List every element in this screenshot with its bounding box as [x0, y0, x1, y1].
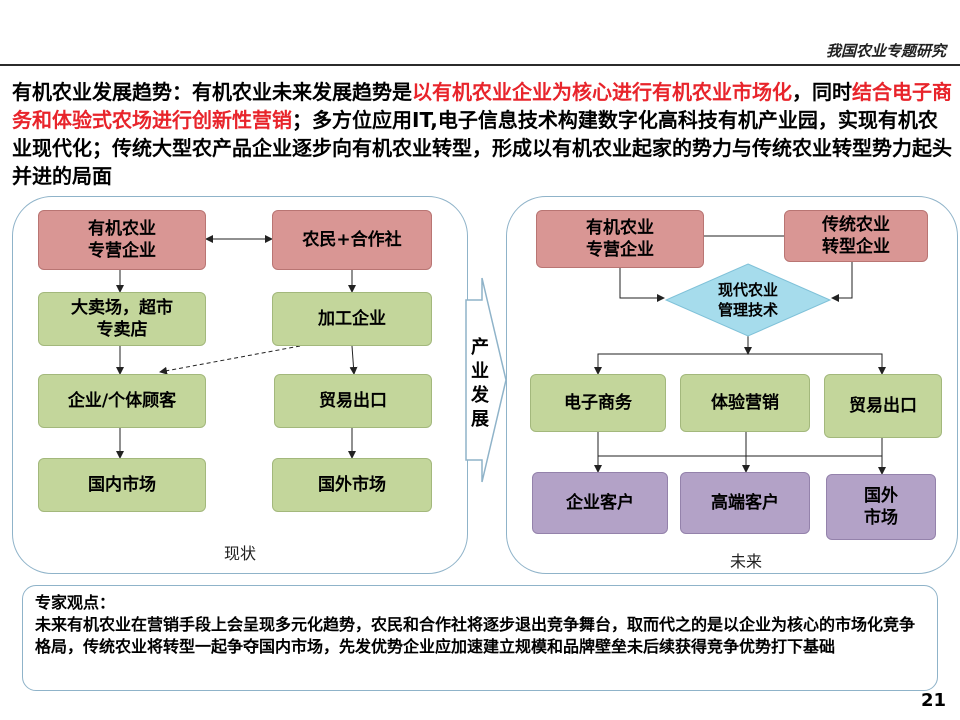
- box-text: 国外: [864, 486, 898, 506]
- box-text: 国内市场: [88, 475, 156, 495]
- processing-enterprise-box: 加工企业: [272, 292, 432, 346]
- box-text: 现代农业: [717, 281, 778, 299]
- box-text: 农民+合作社: [302, 230, 402, 250]
- box-text: 有机农业: [88, 219, 156, 239]
- box-text: 企业/个体顾客: [67, 391, 177, 411]
- expert-opinion-box: 专家观点： 未来有机农业在营销手段上会呈现多元化趋势，农民和合作社将逐步退出竞争…: [22, 585, 938, 691]
- box-text: 管理技术: [717, 301, 778, 319]
- label-char: 产: [471, 337, 489, 358]
- traditional-transform-box: 传统农业转型企业: [784, 210, 928, 262]
- expert-title: 专家观点：: [35, 593, 116, 612]
- organic-enterprise-box: 有机农业专营企业: [38, 210, 206, 270]
- box-text: 专营企业: [88, 241, 156, 261]
- box-text: 企业客户: [566, 493, 634, 513]
- enterprise-clients-box: 企业客户: [532, 472, 668, 534]
- box-text: 有机农业: [586, 218, 654, 238]
- premium-clients-box: 高端客户: [680, 472, 810, 534]
- intro-highlight-2: 结合电子商务和体验式农场进行创新性营销: [12, 80, 952, 132]
- header-divider: [0, 64, 960, 66]
- box-text: 大卖场，超市: [71, 298, 173, 318]
- future-state-caption: 未来: [730, 552, 763, 571]
- domestic-market-box: 国内市场: [38, 458, 206, 512]
- future-foreign-market-box: 国外市场: [826, 474, 936, 540]
- box-text: 电子商务: [564, 393, 632, 413]
- header-title: 我国农业专题研究: [825, 42, 946, 60]
- page-number: 21: [920, 690, 946, 711]
- box-text: 专卖店: [96, 320, 148, 340]
- intro-text-1: 有机农业发展趋势：有机农业未来发展趋势是: [12, 80, 412, 104]
- box-text: 高端客户: [711, 493, 779, 513]
- export-trade-box: 贸易出口: [274, 374, 432, 428]
- label-char: 发: [471, 385, 489, 406]
- diamond-label: 现代农业管理技术: [686, 278, 810, 322]
- experience-marketing-box: 体验营销: [680, 374, 810, 432]
- industry-development-label: 产 业 发 展: [466, 336, 494, 432]
- box-text: 贸易出口: [319, 391, 387, 411]
- box-text: 专营企业: [586, 240, 654, 260]
- label-char: 业: [471, 361, 489, 382]
- ecommerce-box: 电子商务: [530, 374, 666, 432]
- farmers-coop-box: 农民+合作社: [272, 210, 432, 270]
- intro-paragraph: 有机农业发展趋势：有机农业未来发展趋势是以有机农业企业为核心进行有机农业市场化，…: [12, 78, 952, 190]
- box-text: 国外市场: [318, 475, 386, 495]
- expert-text: 未来有机农业在营销手段上会呈现多元化趋势，农民和合作社将逐步退出竞争舞台，取而代…: [35, 615, 916, 656]
- box-text: 体验营销: [711, 393, 779, 413]
- label-char: 展: [471, 409, 489, 430]
- customers-box: 企业/个体顾客: [38, 374, 206, 428]
- foreign-market-box: 国外市场: [272, 458, 432, 512]
- box-text: 转型企业: [822, 237, 890, 257]
- supermarket-box: 大卖场，超市专卖店: [38, 292, 206, 346]
- management-tech-diamond: [664, 263, 832, 337]
- intro-highlight-1: 以有机农业企业为核心进行有机农业市场化: [412, 80, 792, 104]
- industry-development-arrow: [465, 277, 507, 483]
- intro-text-2: ，同时: [792, 80, 852, 104]
- box-text: 传统农业: [822, 215, 890, 235]
- current-state-caption: 现状: [224, 544, 257, 563]
- future-export-box: 贸易出口: [824, 374, 942, 438]
- future-organic-enterprise-box: 有机农业专营企业: [536, 210, 704, 268]
- intro-text-3: ；多方位应用IT,电子信息技术构建数字化高科技有机产业园，实现有机农业现代化；传…: [12, 108, 952, 188]
- box-text: 加工企业: [318, 309, 386, 329]
- box-text: 贸易出口: [849, 396, 917, 416]
- box-text: 市场: [864, 508, 898, 528]
